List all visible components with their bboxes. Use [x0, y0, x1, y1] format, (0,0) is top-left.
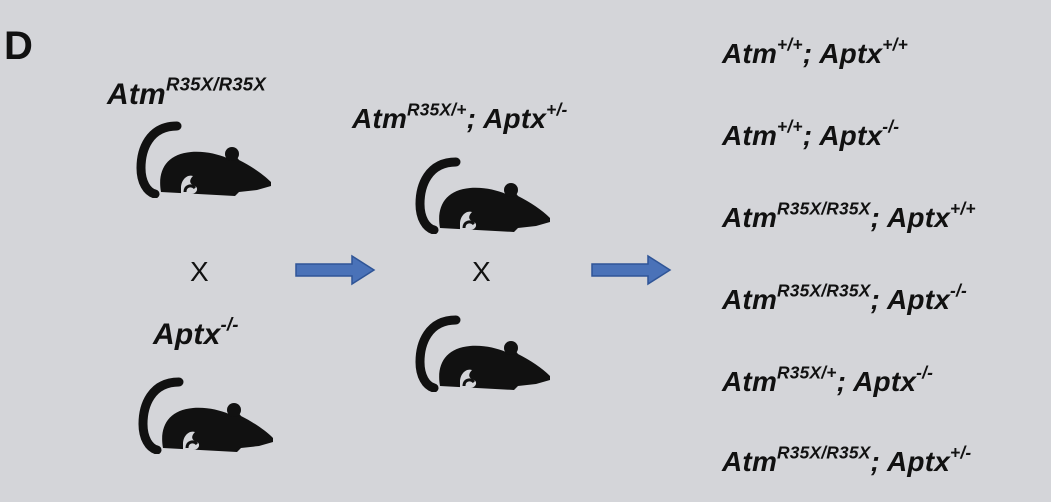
mouse-icon [414, 154, 554, 234]
gene1: Atm [722, 366, 778, 397]
offspring-genotype: AtmR35X/+; Aptx-/- [722, 362, 934, 398]
allele1: +/+ [777, 34, 803, 55]
parent2-genotype: Aptx-/- [153, 315, 239, 352]
allele2: +/- [950, 442, 972, 463]
separator: ; [870, 446, 887, 477]
f1-gene1: Atm [352, 103, 408, 134]
right-arrow-icon [294, 254, 376, 286]
f1-allele2: +/- [546, 99, 568, 120]
allele2: +/+ [882, 34, 908, 55]
separator: ; [802, 120, 820, 151]
offspring-genotype: AtmR35X/R35X; Aptx+/- [722, 442, 972, 478]
gene1: Atm [722, 284, 778, 315]
gene2: Aptx [853, 366, 917, 397]
separator: ; [802, 38, 820, 69]
parent1-gene: Atm [107, 78, 166, 111]
gene1: Atm [722, 446, 778, 477]
cross-symbol-parents: X [190, 256, 209, 287]
mouse-icon [414, 312, 554, 392]
allele1: R35X/R35X [777, 198, 871, 219]
allele1: R35X/+ [777, 362, 837, 383]
separator: ; [870, 284, 887, 315]
separator: ; [836, 366, 854, 397]
parent2-allele: -/- [220, 313, 239, 335]
parent2-gene: Aptx [153, 318, 221, 351]
allele1: +/+ [777, 116, 803, 137]
allele2: +/+ [950, 198, 976, 219]
allele1: R35X/R35X [777, 442, 871, 463]
gene2: Aptx [887, 202, 951, 233]
offspring-genotype: AtmR35X/R35X; Aptx+/+ [722, 198, 976, 234]
gene1: Atm [722, 202, 778, 233]
gene2: Aptx [887, 446, 951, 477]
allele2: -/- [882, 116, 900, 137]
gene2: Aptx [819, 38, 883, 69]
right-arrow-icon [590, 254, 672, 286]
parent1-allele: R35X/R35X [165, 73, 266, 95]
f1-gene2: Aptx [483, 103, 547, 134]
gene1: Atm [722, 120, 778, 151]
f1-genotype: AtmR35X/+; Aptx+/- [352, 99, 568, 135]
allele2: -/- [950, 280, 968, 301]
mouse-icon [135, 118, 275, 198]
gene1: Atm [722, 38, 778, 69]
mouse-icon [137, 374, 277, 454]
separator: ; [870, 202, 887, 233]
gene2: Aptx [887, 284, 951, 315]
offspring-genotype: AtmR35X/R35X; Aptx-/- [722, 280, 968, 316]
cross-symbol-f1: X [472, 256, 491, 287]
offspring-genotype: Atm+/+; Aptx-/- [722, 116, 900, 152]
parent1-genotype: AtmR35X/R35X [107, 75, 266, 112]
allele1: R35X/R35X [777, 280, 871, 301]
gene2: Aptx [819, 120, 883, 151]
allele2: -/- [916, 362, 934, 383]
panel-label: D [4, 24, 33, 68]
offspring-genotype: Atm+/+; Aptx+/+ [722, 34, 908, 70]
f1-allele1: R35X/+ [407, 99, 467, 120]
f1-separator: ; [466, 103, 484, 134]
